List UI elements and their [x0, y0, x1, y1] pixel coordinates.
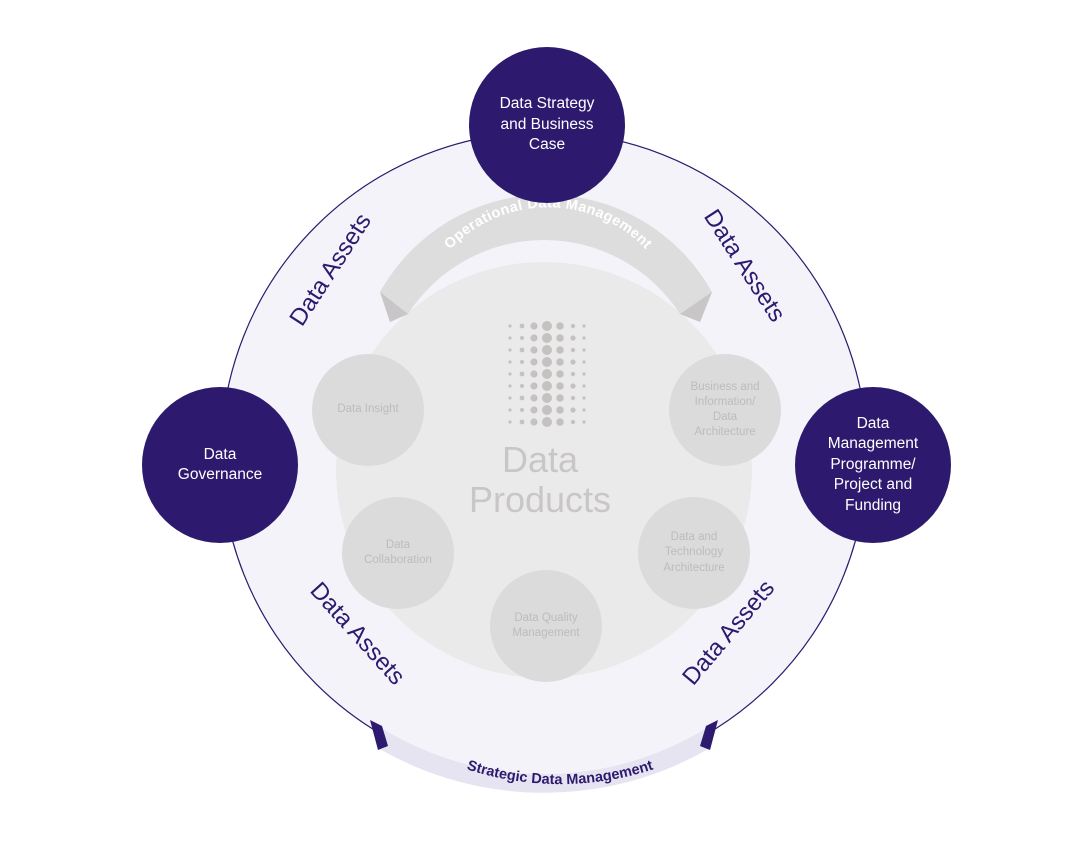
strategic-arc-band: [372, 722, 716, 793]
component-business-information-architecture: Business and Information/ Data Architect…: [669, 354, 781, 466]
component-data-collaboration: Data Collaboration: [342, 497, 454, 609]
operational-arc-end-right: [680, 292, 712, 322]
hub-data-strategy: Data Strategy and Business Case: [469, 47, 625, 203]
strategic-arc-end-right: [700, 720, 718, 750]
operational-arc-end-left: [380, 292, 408, 322]
component-data-technology-architecture: Data and Technology Architecture: [638, 497, 750, 609]
center-title: Data Products: [468, 439, 612, 521]
component-data-quality-management: Data Quality Management: [490, 570, 602, 682]
hub-data-governance: Data Governance: [142, 387, 298, 543]
component-data-insight: Data Insight: [312, 354, 424, 466]
operational-arc-band: [380, 194, 712, 322]
hub-data-management-programme: Data Management Programme/ Project and F…: [795, 387, 951, 543]
strategic-arc-end-left: [370, 720, 388, 750]
data-products-dots-icon: [508, 321, 586, 427]
